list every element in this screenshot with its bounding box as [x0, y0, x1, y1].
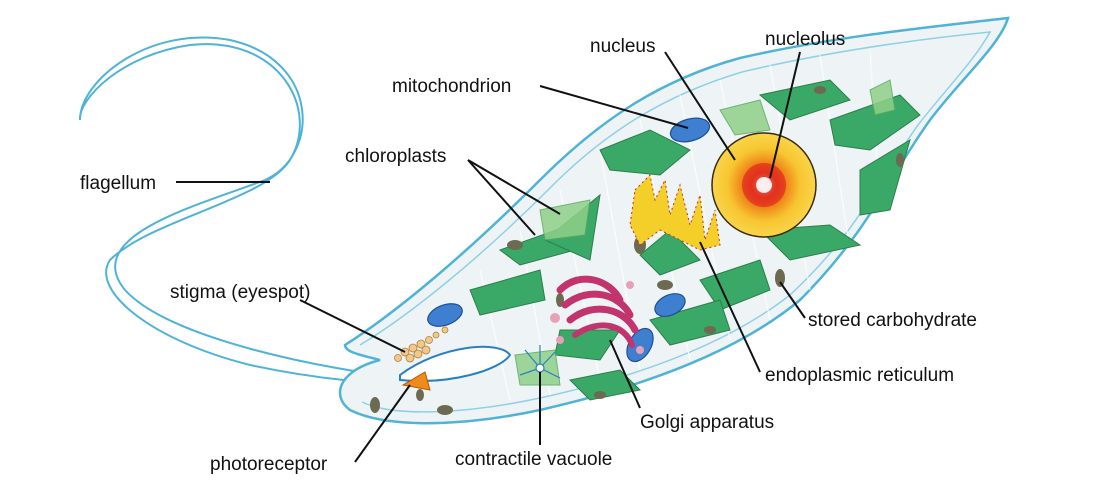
endoplasmic-reticulum [629, 173, 721, 251]
label-nucleolus: nucleolus [765, 29, 845, 50]
label-endoplasmic-reticulum: endoplasmic reticulum [765, 365, 954, 386]
label-chloroplasts: chloroplasts [345, 146, 446, 167]
label-stored-carbohydrate: stored carbohydrate [808, 310, 977, 331]
stigma-eyespot [394, 326, 449, 363]
label-golgi-apparatus: Golgi apparatus [640, 412, 774, 433]
chloroplasts [469, 79, 921, 401]
label-nucleus: nucleus [590, 36, 656, 57]
label-stigma: stigma (eyespot) [170, 282, 310, 303]
label-contractile-vacuole: contractile vacuole [455, 449, 612, 470]
nucleus [711, 132, 817, 238]
golgi-apparatus [550, 275, 644, 354]
label-photoreceptor: photoreceptor [210, 454, 328, 475]
flagellum [78, 36, 406, 385]
label-mitochondrion: mitochondrion [392, 76, 511, 97]
reservoir [399, 345, 512, 382]
label-flagellum: flagellum [80, 173, 156, 194]
contractile-vacuole [519, 345, 561, 379]
leader-lines [176, 51, 806, 463]
